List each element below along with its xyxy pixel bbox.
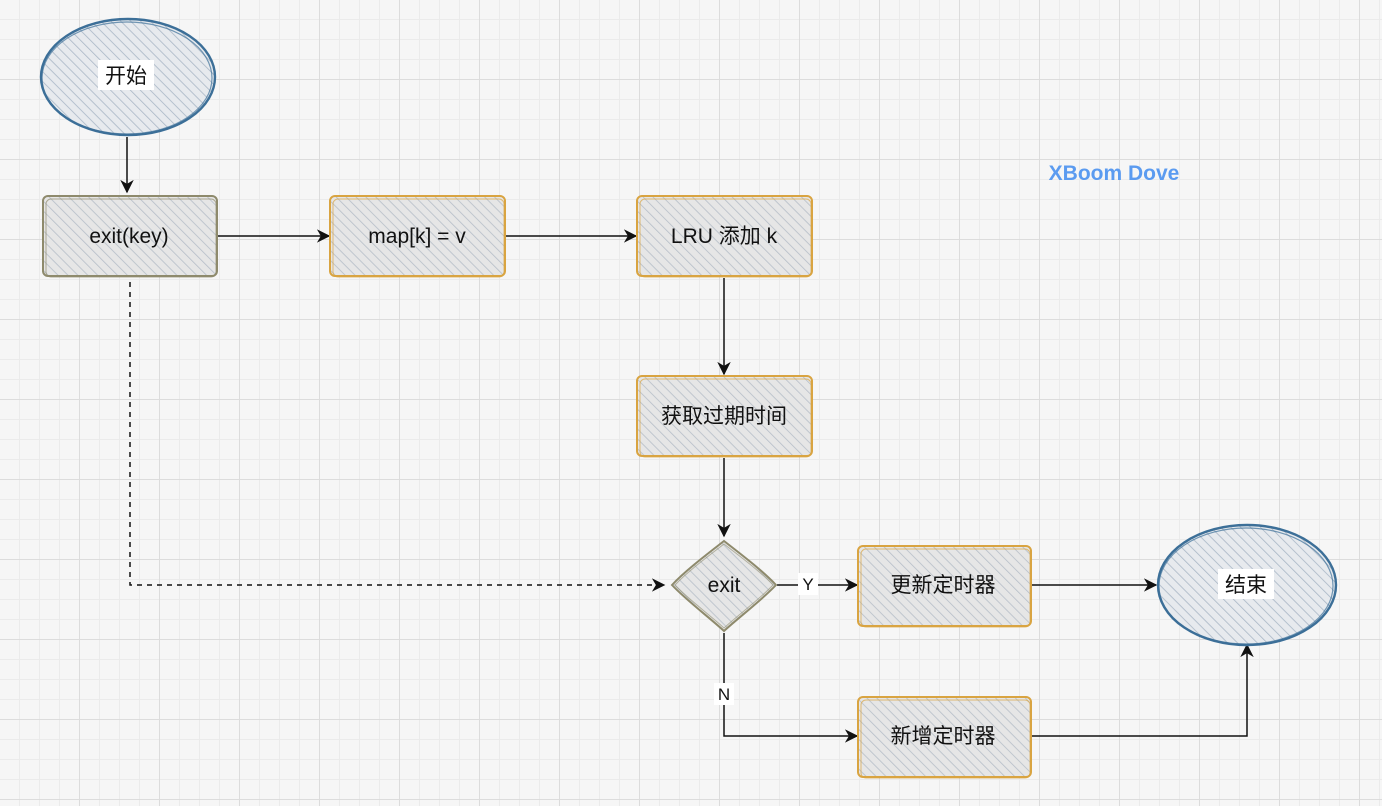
node-add-timer[interactable]: 新增定时器 xyxy=(857,696,1032,779)
node-exit-decision-label: exit xyxy=(708,574,741,597)
node-map-set[interactable]: map[k] = v xyxy=(329,195,506,278)
node-start-label: 开始 xyxy=(105,65,147,88)
node-start[interactable]: 开始 xyxy=(39,17,217,137)
edge-exitkey-to-exit-dashed xyxy=(129,282,666,592)
edge-label-no: N xyxy=(718,685,730,704)
watermark-text: XBoom Dove xyxy=(1049,162,1180,185)
node-add-timer-label: 新增定时器 xyxy=(891,725,996,748)
node-exit-key[interactable]: exit(key) xyxy=(42,195,218,278)
node-end-label: 结束 xyxy=(1225,574,1267,597)
node-lru-add[interactable]: LRU 添加 k xyxy=(636,195,813,278)
node-get-expire-label: 获取过期时间 xyxy=(661,405,787,428)
edge-exit-no-to-add xyxy=(723,633,859,743)
node-get-expire[interactable]: 获取过期时间 xyxy=(636,375,813,458)
node-exit-key-label: exit(key) xyxy=(89,225,168,248)
node-lru-add-label: LRU 添加 k xyxy=(671,225,778,248)
edges: Y N xyxy=(120,137,1254,743)
node-map-set-label: map[k] = v xyxy=(368,225,466,248)
node-exit-decision[interactable]: exit xyxy=(670,539,778,633)
edge-label-yes: Y xyxy=(802,575,813,594)
edge-add-to-end xyxy=(1032,643,1254,737)
node-update-timer[interactable]: 更新定时器 xyxy=(857,545,1032,628)
node-update-timer-label: 更新定时器 xyxy=(891,574,996,597)
node-end[interactable]: 结束 xyxy=(1156,523,1338,647)
